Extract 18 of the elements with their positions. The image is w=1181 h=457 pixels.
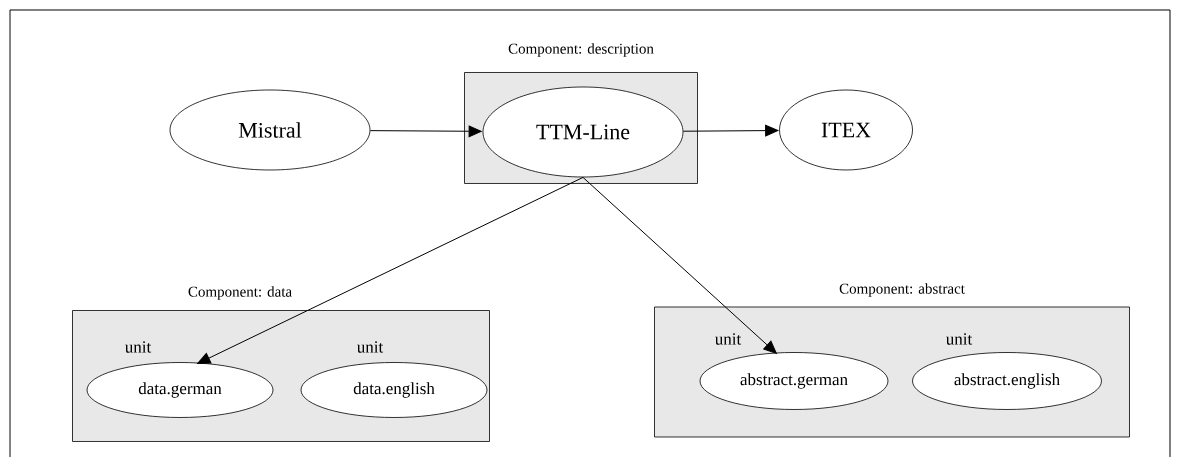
arrow — [369, 125, 482, 138]
node-label: Component: data — [188, 286, 292, 300]
ellipse-node: TTM-Line — [482, 86, 684, 178]
node-label: Component: abstract — [839, 283, 965, 297]
unit-label: unit — [715, 333, 742, 345]
arrow — [582, 176, 777, 354]
ellipse-node: data.english — [300, 362, 488, 418]
ellipse-node: ITEX — [779, 89, 913, 171]
arrow — [682, 124, 779, 137]
arrow — [197, 176, 584, 365]
unit-label: unit — [946, 333, 973, 345]
unit-label: unit — [357, 341, 384, 353]
ellipse-node: Mistral — [169, 89, 371, 171]
ellipse-node: abstract.english — [912, 352, 1102, 410]
node-label: Component: description — [508, 43, 654, 57]
ellipse-node: data.german — [86, 362, 274, 418]
ellipse-node: abstract.german — [699, 352, 889, 410]
unit-label: unit — [125, 341, 152, 353]
